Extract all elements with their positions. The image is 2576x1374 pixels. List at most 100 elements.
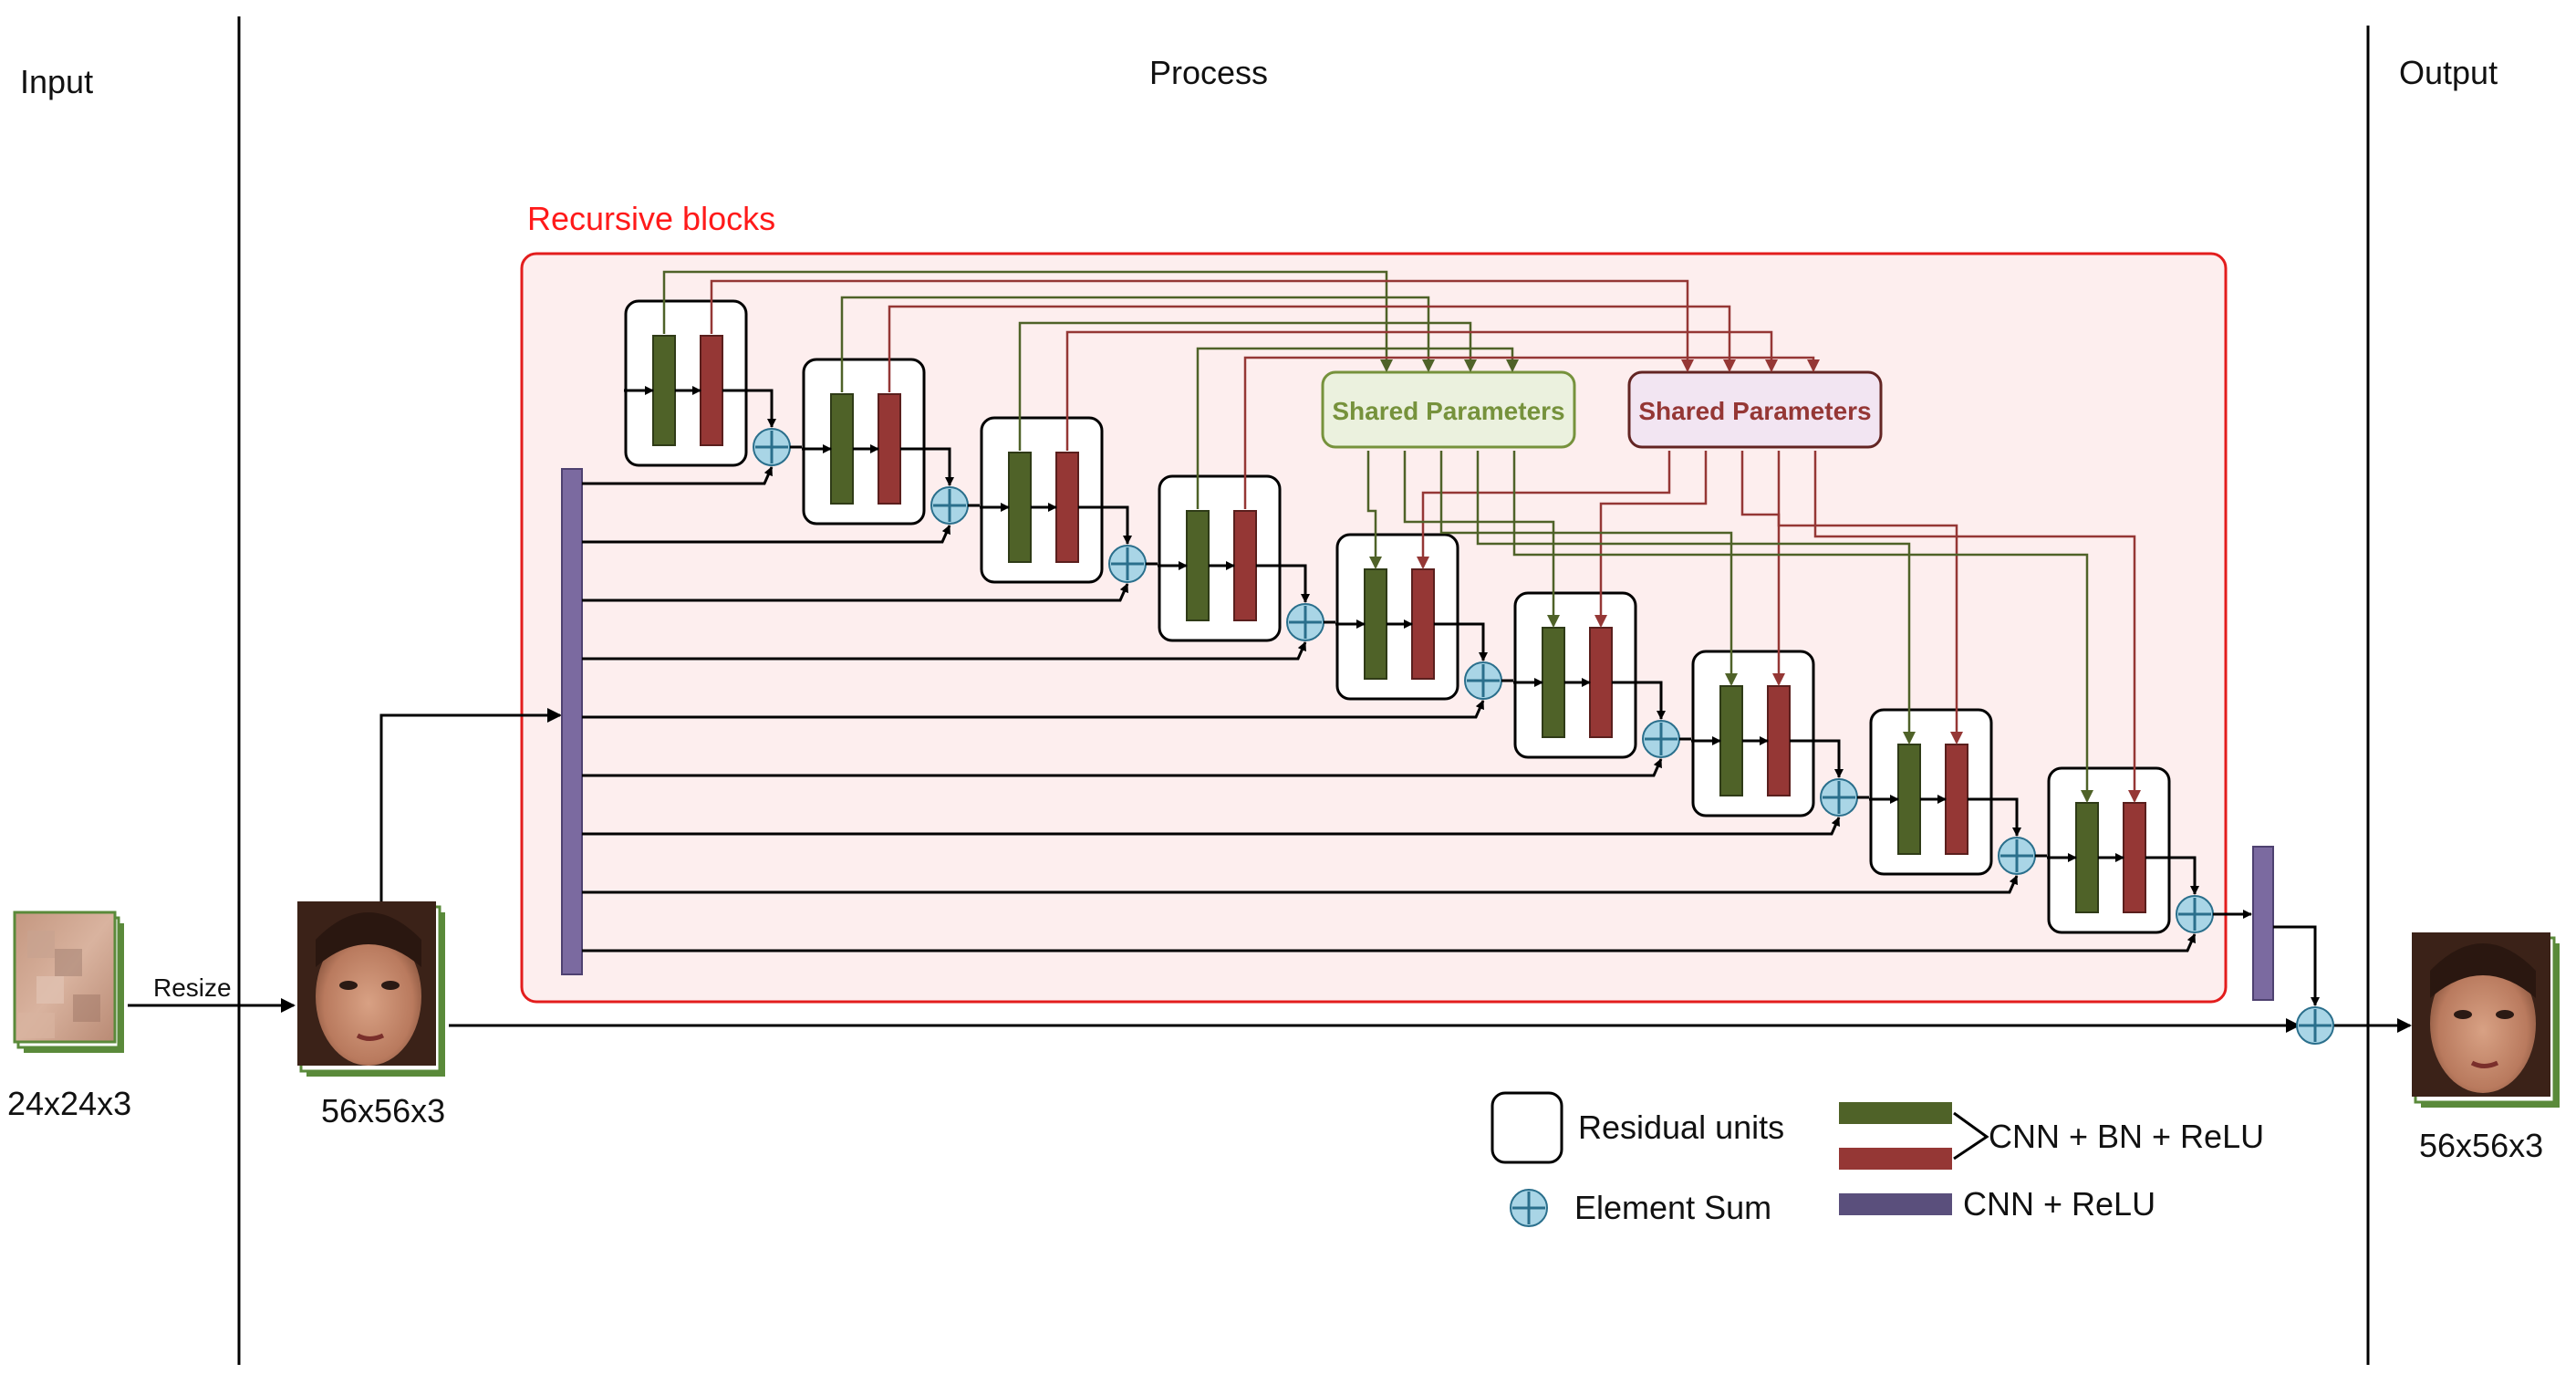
residual-unit xyxy=(980,416,1104,584)
process-header: Process xyxy=(1149,54,1268,91)
cnn-bn-relu-red-bar xyxy=(1411,568,1435,680)
residual-unit xyxy=(2047,766,2171,934)
unit-output-arrow xyxy=(2145,856,2199,895)
shared-param-green-link xyxy=(1366,451,1382,569)
legend-purple-swatch xyxy=(1839,1193,1952,1215)
shared-param-green-link xyxy=(662,270,1393,372)
cnn-bn-relu-red-bar xyxy=(1589,627,1613,738)
resized-size-label: 56x56x3 xyxy=(321,1092,445,1129)
residual-units-layer xyxy=(582,299,2252,952)
legend-cnn-bn-relu-label: CNN + BN + ReLU xyxy=(1989,1118,2264,1155)
shared-params-red-label: Shared Parameters xyxy=(1638,397,1871,425)
unit-output-arrow xyxy=(1434,622,1488,661)
resized-image xyxy=(297,901,445,1077)
cnn-bn-relu-red-bar xyxy=(1945,744,1968,855)
shared-param-red-link xyxy=(1065,330,1778,451)
cnn-bn-relu-green-bar xyxy=(830,393,854,505)
unit-output-arrow xyxy=(900,447,954,486)
shared-param-green-link xyxy=(1196,347,1519,509)
shared-param-green-link xyxy=(1476,451,1916,744)
skip-connection xyxy=(582,933,2197,952)
skip-connection xyxy=(582,641,1307,661)
legend-red-swatch xyxy=(1839,1148,1952,1170)
input-to-conv-line xyxy=(379,708,562,901)
input-header: Input xyxy=(20,63,93,100)
shared-param-red-link xyxy=(710,279,1694,372)
skip-connection xyxy=(582,466,774,485)
legend-element-sum-icon xyxy=(1510,1189,1548,1227)
legend-element-sum-label: Element Sum xyxy=(1574,1189,1771,1226)
skip-connection xyxy=(582,700,1485,719)
shared-param-red-link xyxy=(888,305,1736,392)
skip-connection xyxy=(582,875,2019,894)
residual-unit xyxy=(1869,708,1993,876)
cnn-bn-relu-red-bar xyxy=(1055,452,1079,563)
shared-param-red-link xyxy=(1594,451,1708,628)
shared-param-red-link xyxy=(1243,356,1820,509)
cnn-bn-relu-green-bar xyxy=(1008,452,1032,563)
input-image xyxy=(13,911,124,1053)
unit-output-arrow xyxy=(1612,681,1666,720)
unit-output-arrow xyxy=(1078,505,1132,545)
cnn-bn-relu-green-bar xyxy=(1542,627,1565,738)
residual-unit xyxy=(1158,474,1282,642)
skip-connection xyxy=(582,758,1663,777)
output-header: Output xyxy=(2399,54,2498,91)
output-image xyxy=(2412,932,2560,1108)
element-sum xyxy=(753,428,791,466)
unit-output-arrow xyxy=(1968,797,2021,837)
legend-bracket xyxy=(1953,1111,1989,1161)
cnn-bn-relu-green-bar xyxy=(1186,510,1210,621)
cnn-bn-relu-green-bar xyxy=(1897,744,1921,855)
unit-output-arrow xyxy=(722,389,776,428)
cnn-bn-relu-red-bar xyxy=(878,393,901,505)
residual-unit xyxy=(624,299,748,467)
legend-cnn-relu-label: CNN + ReLU xyxy=(1963,1185,2155,1223)
cnn-bn-relu-red-bar xyxy=(1233,510,1257,621)
cnn-bn-relu-green-bar xyxy=(1719,685,1743,796)
cnn-bn-relu-red-bar xyxy=(2123,802,2146,913)
skip-connection xyxy=(582,525,951,544)
cnn-bn-relu-red-bar xyxy=(700,335,723,446)
cnn-bn-relu-green-bar xyxy=(2075,802,2099,913)
shared-param-red-link xyxy=(1777,451,1963,744)
unit-output-arrow xyxy=(1790,739,1844,778)
shared-params-green-box xyxy=(1321,370,1576,449)
shared-param-red-link xyxy=(1417,451,1671,569)
skip-connection xyxy=(582,817,1841,836)
shared-params-green-label: Shared Parameters xyxy=(1332,397,1564,425)
final-element-sum xyxy=(2296,1006,2334,1045)
input-size-label: 24x24x3 xyxy=(7,1085,131,1122)
residual-unit xyxy=(802,358,926,526)
unit-output-arrow xyxy=(1256,564,1310,603)
cnn-bn-relu-green-bar xyxy=(1364,568,1387,680)
element-sum xyxy=(1464,661,1502,700)
first-cnn-relu-layer xyxy=(561,468,583,975)
legend-residual-unit-swatch xyxy=(1491,1091,1563,1164)
resize-label: Resize xyxy=(153,973,232,1002)
shared-param-green-link xyxy=(1439,451,1738,686)
recursive-blocks-label: Recursive blocks xyxy=(527,200,775,237)
element-sum xyxy=(1820,778,1858,817)
legend-green-swatch xyxy=(1839,1102,1952,1124)
output-size-label: 56x56x3 xyxy=(2419,1127,2543,1164)
residual-unit xyxy=(1335,533,1459,701)
residual-unit xyxy=(1513,591,1637,759)
last-conv-to-final-sum xyxy=(2273,925,2320,1006)
element-sum xyxy=(1642,720,1680,758)
last-cnn-relu-layer xyxy=(2252,846,2274,1001)
shared-params-red-box xyxy=(1627,370,1883,449)
element-sum xyxy=(930,486,969,525)
residual-unit xyxy=(1691,650,1815,817)
element-sum xyxy=(1286,603,1324,641)
shared-parameter-lines xyxy=(662,270,2141,803)
shared-param-red-link xyxy=(1740,451,1785,686)
shared-param-green-link xyxy=(1512,451,2093,803)
legend-residual-units-label: Residual units xyxy=(1578,1109,1784,1146)
element-sum xyxy=(1998,837,2036,875)
element-sum xyxy=(1108,545,1147,583)
shared-param-red-link xyxy=(1813,451,2141,803)
shared-param-green-link xyxy=(840,296,1435,392)
shared-param-green-link xyxy=(1403,451,1560,628)
